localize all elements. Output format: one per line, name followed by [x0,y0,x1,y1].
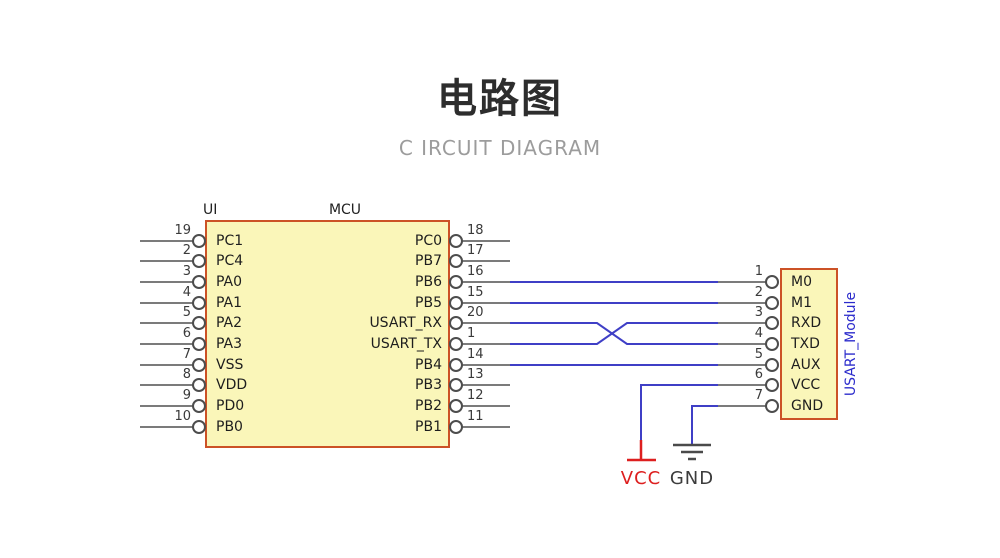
pin-number: 14 [467,347,484,362]
pin-label: PB3 [415,377,442,393]
pin-number: 15 [467,285,484,300]
pin-number: 7 [182,347,191,362]
page-subtitle: C IRCUIT DIAGRAM [398,136,602,160]
pin-number: 10 [174,409,191,424]
pin-label: PC1 [216,233,244,249]
pin-number: 2 [754,285,763,300]
pin-number: 13 [467,367,484,382]
pin-number: 20 [467,305,484,320]
pin-number: 5 [182,305,191,320]
pin-label: VDD [216,377,248,393]
pin-label: TXD [791,336,820,352]
pin-circles [192,234,779,434]
vcc-symbol [627,440,656,462]
pin-label: PB7 [415,253,442,269]
pin-number: 18 [467,223,484,238]
pin-label: USART_TX [370,336,442,352]
pin-label: PB1 [415,419,442,435]
pin-number: 6 [754,367,763,382]
pin-label: GND [791,398,824,414]
mcu-left-wires [140,240,193,428]
page-title: 电路图 [437,76,563,122]
gnd-label: GND [669,468,715,489]
pin-label: PB0 [216,419,243,435]
pin-label: PD0 [216,398,245,414]
usart-module-block [780,268,838,420]
signal-wires [510,281,718,444]
pin-number: 7 [754,388,763,403]
pin-number: 9 [182,388,191,403]
pin-number: 11 [467,409,484,424]
pin-number: 17 [467,243,484,258]
pin-number: 6 [182,326,191,341]
pin-number: 8 [182,367,191,382]
pin-label: PA2 [216,315,243,331]
pin-number: 19 [174,223,191,238]
pin-number: 1 [467,326,476,341]
pin-number: 4 [182,285,191,300]
pin-label: PB4 [415,357,442,373]
wire-gnd [691,405,718,444]
mcu-designator: UI [203,202,218,218]
pin-label: M1 [791,295,812,311]
pin-number: 12 [467,388,484,403]
module-wires [718,281,766,407]
mcu-name: MCU [328,202,362,218]
gnd-symbol [673,443,711,461]
vcc-label: VCC [620,468,662,489]
pin-label: PA3 [216,336,243,352]
wire-vcc [640,384,718,440]
pin-label: PA0 [216,274,243,290]
pin-number: 1 [754,264,763,279]
pin-label: VCC [791,377,821,393]
pin-number: 3 [754,305,763,320]
pin-label: USART_RX [369,315,442,331]
pin-label: PB2 [415,398,442,414]
pin-label: PB6 [415,274,442,290]
pin-label: PB5 [415,295,442,311]
pin-number: 5 [754,347,763,362]
pin-label: PC4 [216,253,244,269]
pin-number: 3 [182,264,191,279]
wire-rx-txd [510,322,718,345]
mcu-right-wires [462,240,510,428]
pin-label: M0 [791,274,812,290]
pin-number: 4 [754,326,763,341]
pin-label: RXD [791,315,822,331]
module-name: USART_Module [843,291,859,397]
pin-label: AUX [791,357,821,373]
pin-label: VSS [216,357,244,373]
mcu-block [205,220,450,448]
pin-label: PC0 [414,233,442,249]
pin-label: PA1 [216,295,243,311]
pin-number: 2 [182,243,191,258]
wire-tx-rxd [510,322,718,345]
pin-number: 16 [467,264,484,279]
